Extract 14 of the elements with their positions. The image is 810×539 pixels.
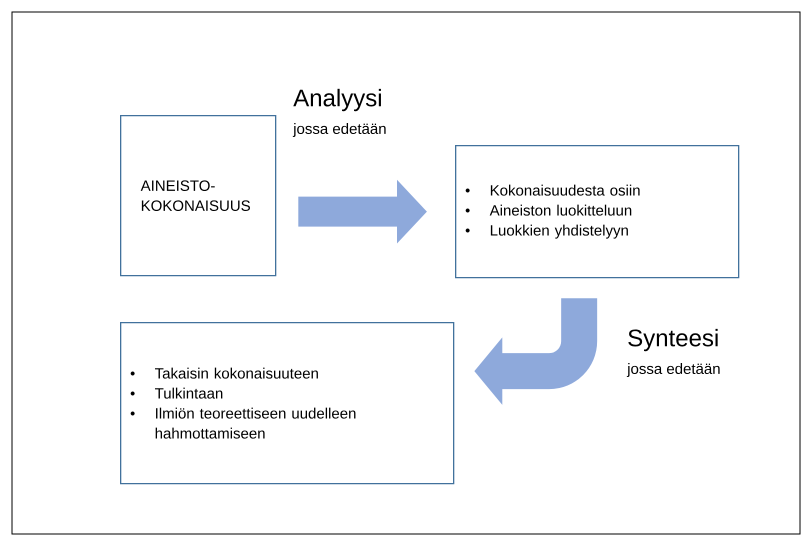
- subheading: jossa edetään: [626, 363, 720, 377]
- heading: Synteesi: [628, 328, 718, 352]
- heading: Analyysi: [293, 88, 381, 112]
- list-item: Kokonaisuudesta osiin: [466, 184, 640, 196]
- text-box: [455, 145, 740, 278]
- list-item: Tulkintaan: [130, 388, 222, 399]
- text-box: [120, 115, 276, 276]
- list-item: Luokkien yhdistelyyn: [466, 224, 628, 239]
- text-box: [120, 322, 454, 484]
- box-text: AINEISTO- KOKONAISUUS: [140, 180, 250, 211]
- list-item: Ilmiön teoreettiseen uudelleen hahmottamiseen: [130, 408, 356, 439]
- list-item: Takaisin kokonaisuuteen: [130, 368, 318, 379]
- list-item: Aineiston luokitteluun: [466, 204, 632, 216]
- subheading: jossa edetään: [292, 123, 386, 137]
